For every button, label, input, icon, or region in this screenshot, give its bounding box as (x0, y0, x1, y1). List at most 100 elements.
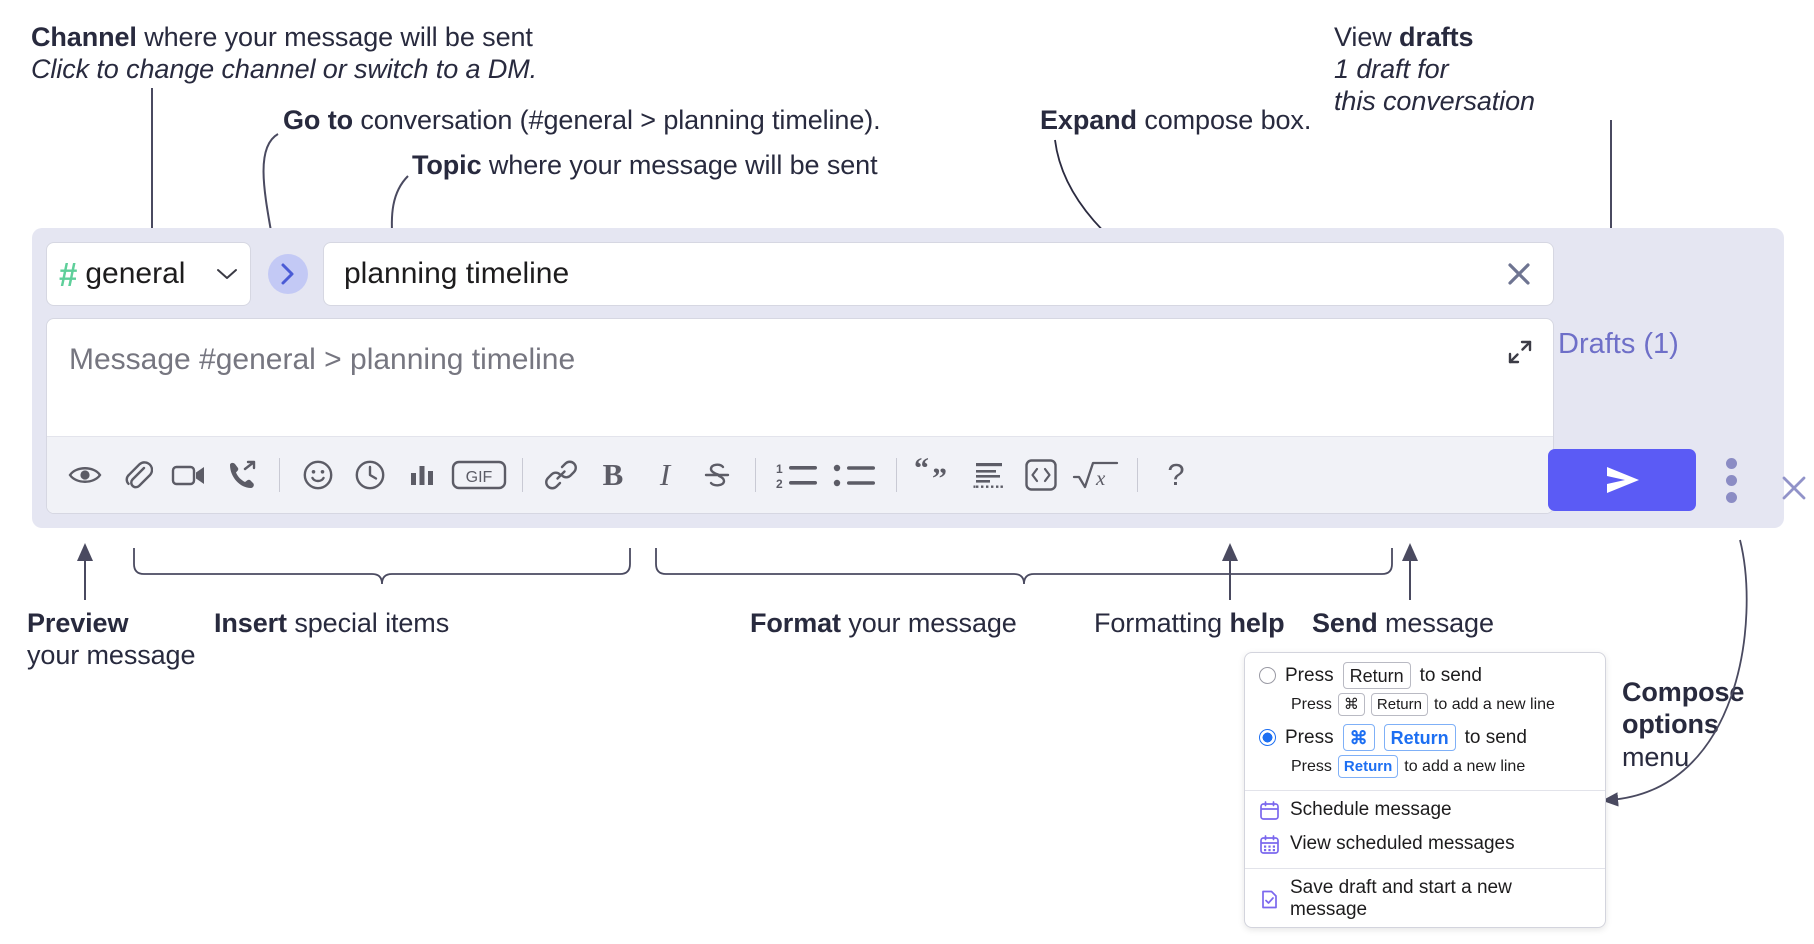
annotation-send-bold: Send (1312, 608, 1378, 638)
key-command: ⌘ (1342, 724, 1375, 751)
annotation-expand-rest: compose box. (1136, 105, 1312, 135)
message-placeholder: Message #general > planning timeline (69, 343, 576, 376)
svg-text:1: 1 (776, 462, 783, 476)
send-button[interactable] (1548, 449, 1696, 511)
send-option-cmd-return[interactable]: Press ⌘ Return to send (1245, 721, 1605, 754)
save-draft-icon (1259, 889, 1280, 910)
preview-icon[interactable] (59, 449, 111, 501)
emoji-icon[interactable] (292, 449, 344, 501)
formatting-toolbar: GIF B (47, 436, 1553, 513)
bulleted-list-icon[interactable] (826, 449, 884, 501)
goto-conversation-button[interactable] (268, 254, 308, 294)
toolbar-separator (896, 458, 897, 492)
send-option-cmd-return-sub: Press Return to add a new line (1245, 754, 1605, 783)
blockquote-icon[interactable]: “ ” (909, 449, 963, 501)
key-return: Return (1337, 755, 1399, 778)
annotation-compose-options: Compose options menu (1622, 676, 1814, 773)
key-return: Return (1342, 662, 1411, 689)
annotation-topic: Topic where your message will be sent (412, 150, 1012, 182)
annotation-help: Formatting help (1094, 608, 1394, 640)
clock-icon[interactable] (344, 449, 396, 501)
drafts-link[interactable]: Drafts (1) (1558, 328, 1679, 360)
video-camera-icon[interactable] (163, 449, 215, 501)
annotation-goto-bold: Go to (283, 105, 353, 135)
radio-cmd-return[interactable] (1259, 729, 1276, 746)
poll-icon[interactable] (396, 449, 448, 501)
toolbar-separator (522, 458, 523, 492)
toolbar-separator (279, 458, 280, 492)
hash-icon: # (59, 255, 78, 293)
radio-return[interactable] (1259, 667, 1276, 684)
svg-text:x: x (1095, 466, 1106, 490)
link-icon[interactable] (535, 449, 587, 501)
annotation-insert: Insert special items (214, 608, 544, 640)
key-command: ⌘ (1337, 693, 1365, 716)
annotation-help-bold: help (1229, 608, 1285, 638)
svg-text:2: 2 (776, 477, 783, 490)
topic-field[interactable]: planning timeline (323, 242, 1554, 306)
phone-forward-icon[interactable] (215, 449, 267, 501)
option1-tail: to send (1419, 664, 1482, 686)
annotation-drafts-rest: View (1334, 22, 1400, 52)
annotation-compose-options-rest: menu (1622, 741, 1690, 772)
menu-divider (1245, 868, 1605, 869)
menu-item-save-draft[interactable]: Save draft and start a new message (1245, 871, 1605, 927)
annotation-send: Send message (1312, 608, 1612, 640)
chevron-down-icon (216, 267, 238, 281)
annotation-drafts-bold: drafts (1399, 22, 1474, 52)
close-icon[interactable] (1774, 468, 1814, 508)
menu-item-schedule-message[interactable]: Schedule message (1245, 793, 1605, 827)
channel-selector[interactable]: # general (46, 242, 251, 306)
message-input-box[interactable]: Message #general > planning timeline (46, 318, 1554, 514)
svg-text:”: ” (932, 462, 947, 492)
annotation-compose-options-bold2: options (1622, 709, 1719, 740)
annotation-channel-rest: where your message will be sent (136, 22, 533, 52)
send-option-return-sub: Press ⌘ Return to add a new line (1245, 692, 1605, 721)
ordered-list-icon[interactable]: 1 2 (768, 449, 826, 501)
annotation-expand: Expand compose box. (1040, 105, 1440, 137)
annotation-channel: Channel where your message will be sent … (31, 22, 591, 86)
attachment-icon[interactable] (111, 449, 163, 501)
compose-options-menu: Press Return to send Press ⌘ Return to a… (1244, 652, 1606, 928)
close-icon[interactable] (1497, 252, 1541, 296)
svg-text:GIF: GIF (466, 469, 493, 486)
send-option-return[interactable]: Press Return to send (1245, 659, 1605, 692)
annotation-channel-sub: Click to change channel or switch to a D… (31, 53, 538, 84)
expand-icon[interactable] (1501, 333, 1539, 371)
gif-icon[interactable]: GIF (448, 449, 510, 501)
more-options-icon[interactable] (1716, 455, 1746, 505)
annotation-drafts-sub2: this conversation (1334, 85, 1535, 116)
key-return: Return (1383, 724, 1456, 751)
annotation-drafts-sub1: 1 draft for (1334, 53, 1449, 84)
annotation-help-rest: Formatting (1094, 608, 1230, 638)
option2-sub-tail: to add a new line (1404, 757, 1526, 775)
menu-divider (1245, 790, 1605, 791)
menu-item-label: Schedule message (1290, 799, 1452, 820)
option2-sub-press: Press (1291, 757, 1332, 775)
option1-press: Press (1285, 664, 1334, 686)
code-block-icon[interactable] (963, 449, 1015, 501)
menu-item-label: Save draft and start a new message (1290, 877, 1512, 920)
annotation-insert-rest: special items (286, 608, 450, 638)
option2-press: Press (1285, 726, 1334, 748)
annotation-compose-options-bold1: Compose (1622, 677, 1745, 707)
option1-sub-tail: to add a new line (1433, 695, 1555, 713)
help-icon[interactable]: ? (1167, 457, 1185, 492)
key-return: Return (1370, 693, 1428, 716)
svg-text:“: “ (914, 458, 929, 485)
annotation-goto-rest: conversation (#general > planning timeli… (352, 105, 881, 135)
math-icon[interactable]: x (1067, 449, 1125, 501)
annotation-preview-line2: your message (27, 639, 196, 670)
code-icon[interactable] (1015, 449, 1067, 501)
topic-value: planning timeline (344, 257, 570, 290)
annotation-format-rest: your message (840, 608, 1017, 638)
menu-item-view-scheduled-messages[interactable]: View scheduled messages (1245, 827, 1605, 861)
annotation-preview: Preview your message (27, 608, 287, 672)
toolbar-separator (755, 458, 756, 492)
menu-item-label: View scheduled messages (1290, 833, 1515, 854)
annotation-expand-bold: Expand (1040, 105, 1137, 135)
bold-icon[interactable]: B (602, 457, 624, 492)
strikethrough-icon[interactable] (691, 449, 743, 501)
italic-icon[interactable]: I (659, 457, 671, 492)
